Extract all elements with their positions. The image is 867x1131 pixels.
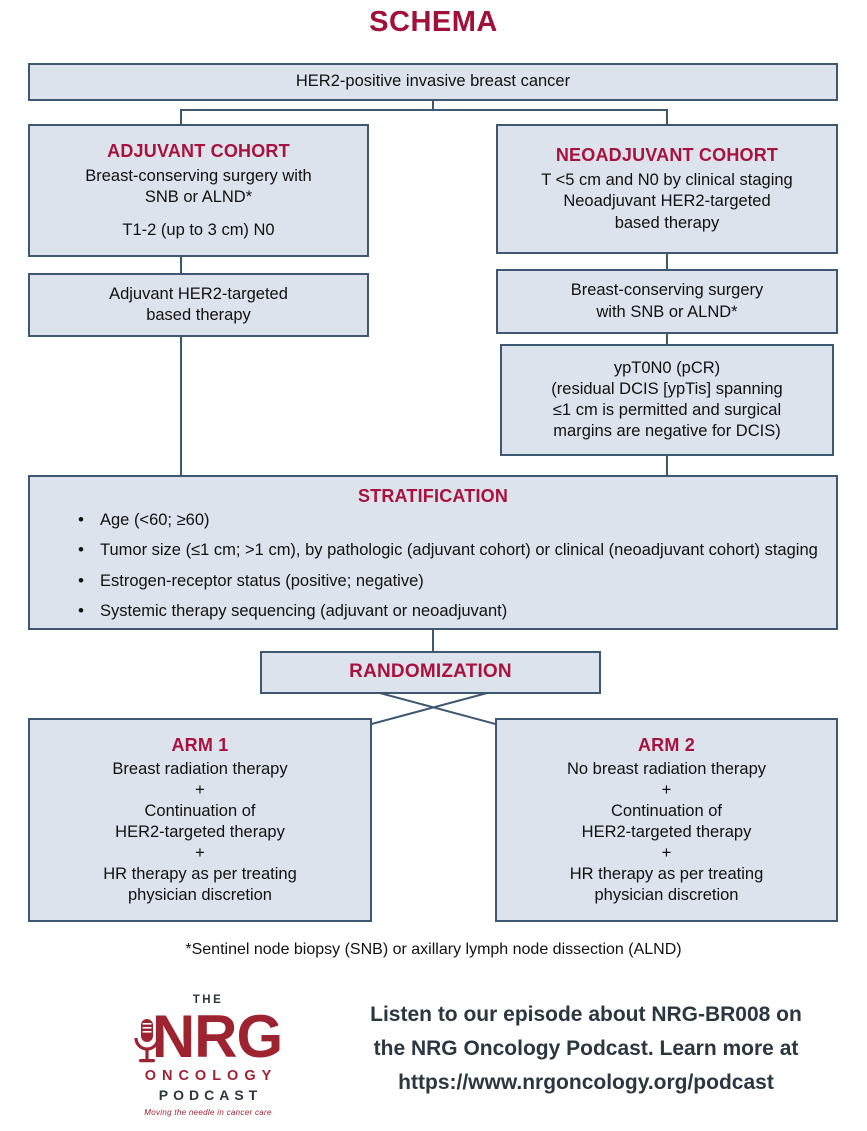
- promo-line-2: the NRG Oncology Podcast. Learn more at: [373, 1037, 799, 1061]
- connector-adjuvant-therapy-to-stratification: [180, 337, 182, 475]
- adjuvant-cohort-line2: SNB or ALND*: [144, 188, 253, 207]
- neoadjuvant-cohort-box: NEOADJUVANT COHORT T <5 cm and N0 by cli…: [496, 124, 838, 254]
- stratification-item: Estrogen-receptor status (positive; nega…: [78, 570, 818, 593]
- page-title: SCHEMA: [369, 6, 498, 38]
- stratification-list: Age (<60; ≥60) Tumor size (≤1 cm; >1 cm)…: [44, 509, 822, 623]
- stratification-header: STRATIFICATION: [357, 486, 509, 506]
- microphone-icon: [134, 1019, 160, 1063]
- stratification-box: STRATIFICATION Age (<60; ≥60) Tumor size…: [28, 475, 838, 630]
- footer: THE NRG ONCOLOGY PODCAST Moving the need…: [0, 990, 867, 1131]
- randomization-box: RANDOMIZATION: [260, 651, 601, 694]
- neoadjuvant-cohort-line1: T <5 cm and N0 by clinical staging: [541, 171, 793, 190]
- footnote: *Sentinel node biopsy (SNB) or axillary …: [185, 941, 682, 958]
- arm1-line3: HER2-targeted therapy: [115, 822, 285, 841]
- logo-nrg-wrap: NRG: [112, 1004, 304, 1072]
- podcast-promo: Listen to our episode about NRG-BR008 on…: [312, 998, 860, 1100]
- population-label: HER2-positive invasive breast cancer: [295, 72, 571, 91]
- nrg-podcast-logo: THE NRG ONCOLOGY PODCAST Moving the need…: [112, 990, 304, 1131]
- arm2-line1: No breast radiation therapy: [566, 759, 767, 778]
- pcr-criteria-box: ypT0N0 (pCR) (residual DCIS [ypTis] span…: [500, 344, 834, 456]
- neoadjuvant-surgery-line2: with SNB or ALND*: [596, 302, 738, 321]
- arm1-line4: HR therapy as per treating: [103, 865, 297, 884]
- arm1-box: ARM 1 Breast radiation therapy + Continu…: [28, 718, 372, 922]
- adjuvant-cohort-header: ADJUVANT COHORT: [107, 141, 290, 162]
- arm2-header: ARM 2: [637, 734, 695, 755]
- population-box: HER2-positive invasive breast cancer: [28, 63, 838, 101]
- connector-population-split: [432, 101, 434, 110]
- arm1-line1: Breast radiation therapy: [112, 759, 288, 778]
- logo-nrg-label: NRG: [151, 1003, 283, 1070]
- logo-the-label: THE: [192, 994, 224, 1006]
- arm2-line3: HER2-targeted therapy: [581, 822, 752, 841]
- arm2-line4: HR therapy as per treating: [569, 865, 764, 884]
- arm2-plus1: +: [661, 780, 672, 799]
- stratification-item: Systemic therapy sequencing (adjuvant or…: [78, 600, 818, 623]
- adjuvant-therapy-line2: based therapy: [146, 306, 251, 324]
- pcr-line1: ypT0N0 (pCR): [613, 358, 721, 377]
- neoadjuvant-surgery-box: Breast-conserving surgery with SNB or AL…: [496, 269, 838, 334]
- arm2-box: ARM 2 No breast radiation therapy + Cont…: [495, 718, 838, 922]
- arm1-plus1: +: [195, 780, 205, 799]
- arm1-plus2: +: [195, 844, 205, 863]
- adjuvant-cohort-box: ADJUVANT COHORT Breast-conserving surger…: [28, 124, 369, 257]
- connector-surgery-to-pcr: [666, 334, 668, 344]
- connector-to-adjuvant-cohort: [180, 109, 182, 125]
- stratification-item: Age (<60; ≥60): [78, 509, 818, 532]
- pcr-line2: (residual DCIS [ypTis] spanning: [551, 379, 783, 398]
- arm2-plus2: +: [661, 844, 672, 863]
- promo-line-1: Listen to our episode about NRG-BR008 on: [370, 1003, 802, 1026]
- stratification-item: Tumor size (≤1 cm; >1 cm), by pathologic…: [78, 539, 818, 562]
- promo-line-3[interactable]: https://www.nrgoncology.org/podcast: [398, 1071, 774, 1095]
- arm1-header: ARM 1: [171, 734, 229, 755]
- adjuvant-cohort-line1: Breast-conserving surgery with: [85, 167, 312, 186]
- connector-stratification-to-randomization: [432, 630, 434, 651]
- connector-neoadjuvant-cohort-to-surgery: [666, 254, 668, 269]
- logo-podcast-label: PODCAST: [158, 1087, 263, 1103]
- logo-oncology-label: ONCOLOGY: [144, 1068, 278, 1084]
- logo-tagline: Moving the needle in cancer care: [144, 1108, 272, 1117]
- neoadjuvant-cohort-line2: Neoadjuvant HER2-targeted: [563, 192, 771, 211]
- connector-split-horizontal: [180, 109, 668, 111]
- connector-adjuvant-cohort-to-therapy: [180, 257, 182, 273]
- adjuvant-therapy-line1: Adjuvant HER2-targeted: [109, 284, 288, 303]
- neoadjuvant-cohort-line3: based therapy: [614, 213, 720, 232]
- connector-pcr-to-stratification: [666, 456, 668, 475]
- connector-to-neoadjuvant-cohort: [666, 109, 668, 125]
- adjuvant-therapy-box: Adjuvant HER2-targeted based therapy: [28, 273, 369, 337]
- neoadjuvant-surgery-line1: Breast-conserving surgery: [570, 281, 764, 300]
- neoadjuvant-cohort-header: NEOADJUVANT COHORT: [555, 145, 779, 166]
- pcr-line3: ≤1 cm is permitted and surgical: [552, 401, 782, 419]
- adjuvant-cohort-line3: T1-2 (up to 3 cm) N0: [122, 220, 275, 239]
- pcr-line4: margins are negative for DCIS): [553, 422, 781, 441]
- arm2-line5: physician discretion: [594, 886, 739, 905]
- randomization-label: RANDOMIZATION: [349, 661, 512, 683]
- arm1-line5: physician discretion: [128, 886, 272, 905]
- arm1-line2: Continuation of: [144, 801, 256, 820]
- arm2-line2: Continuation of: [611, 801, 722, 820]
